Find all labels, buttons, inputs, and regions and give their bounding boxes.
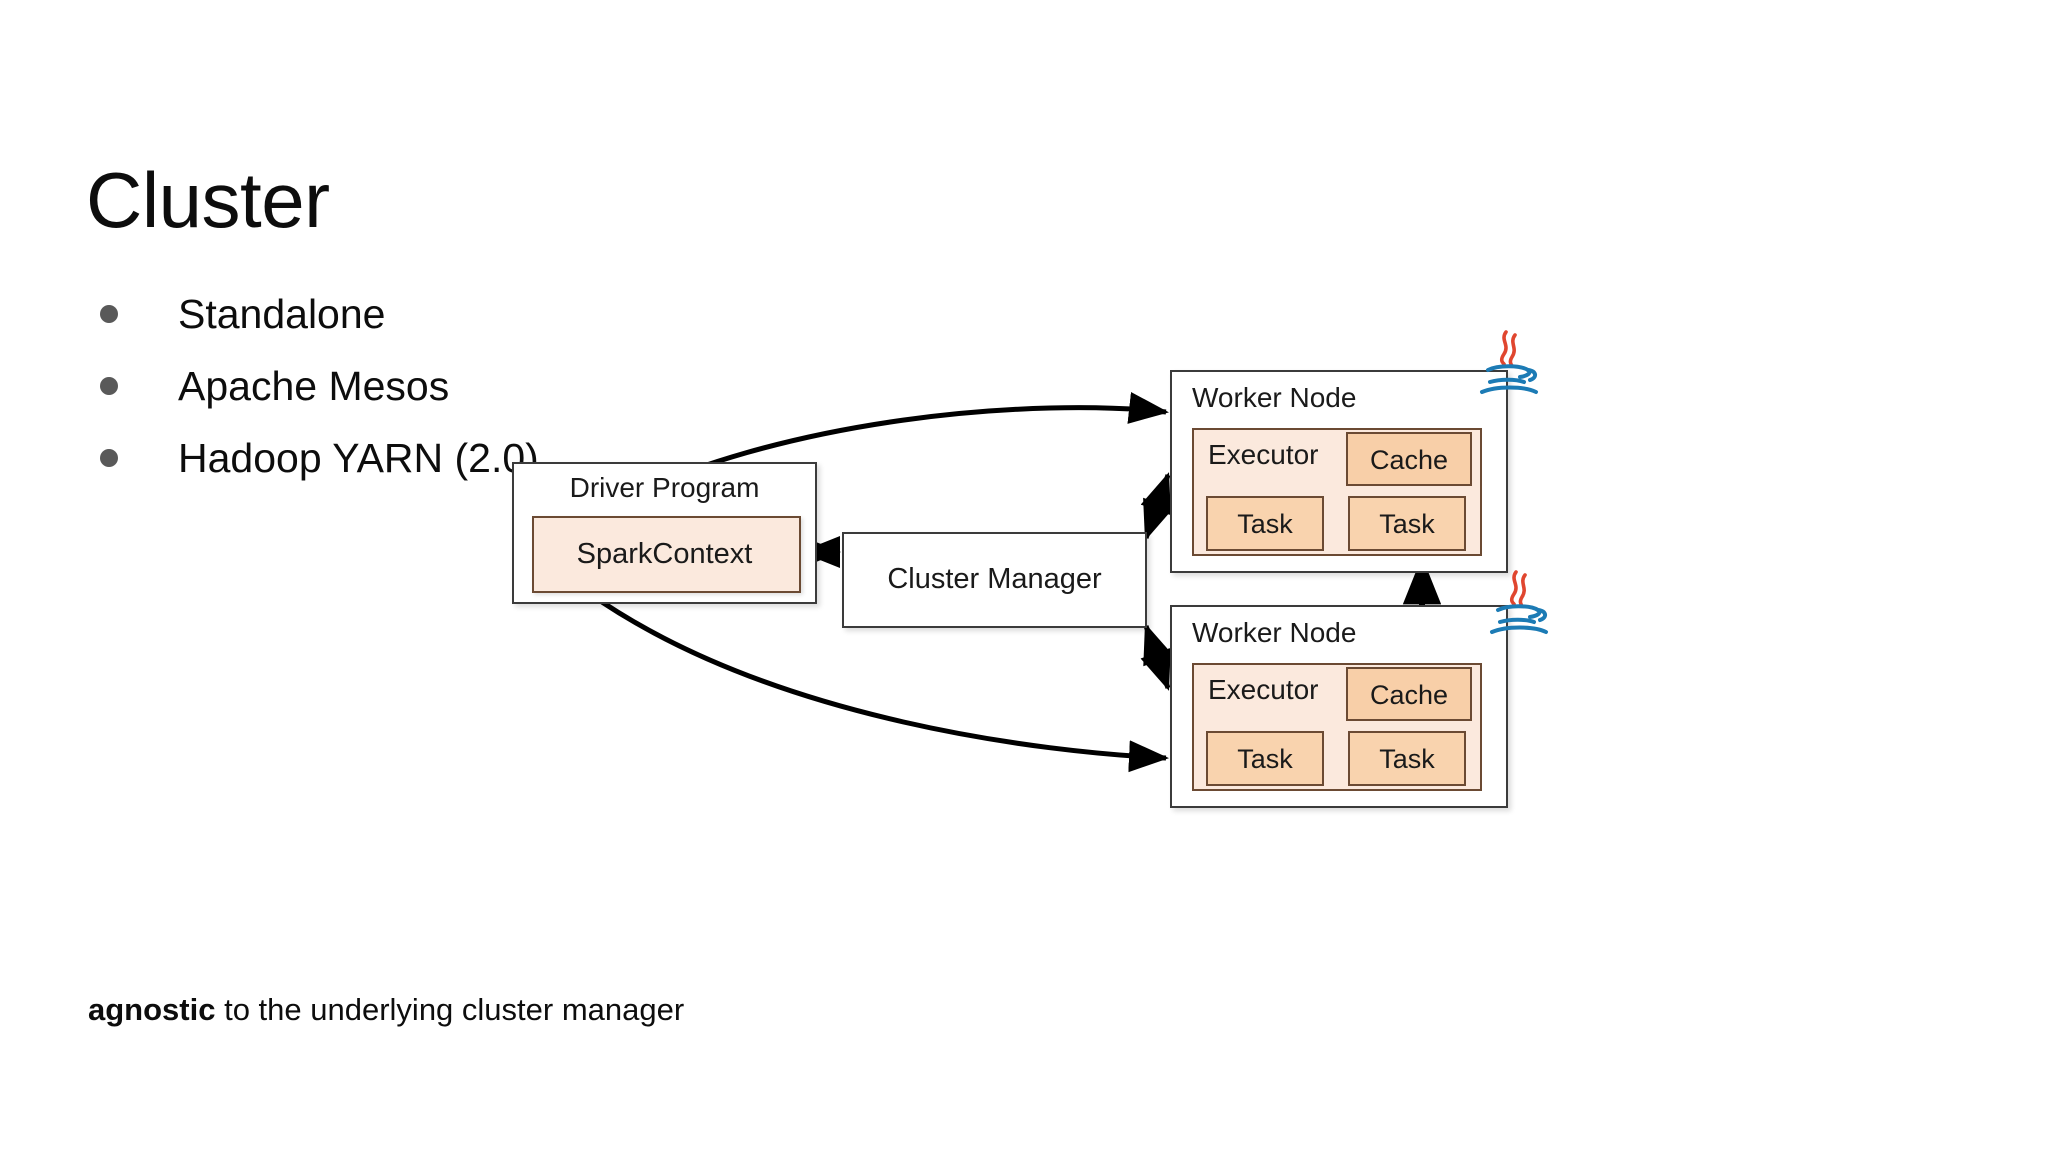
driver-program-title: Driver Program [569,472,760,503]
arrow-cluster-manager-worker-1 [1140,472,1174,541]
bullet-label: Hadoop YARN (2.0) [178,434,539,481]
worker-node-title: Worker Node [1192,382,1357,413]
cache-label: Cache [1369,680,1449,710]
arrow-layer [597,392,1442,773]
cache-box [1346,432,1472,486]
task-box [1206,496,1324,551]
bullet-list: Standalone Apache Mesos Hadoop YARN (2.0… [100,278,539,494]
java-logo-icon [1490,570,1548,634]
footer-caption: agnostic to the underlying cluster manag… [88,992,684,1028]
task-label: Task [1379,744,1435,774]
task-label: Task [1237,509,1293,539]
footer-rest: to the underlying cluster manager [215,992,685,1027]
bullet-dot-icon [100,377,118,395]
task-label: Task [1237,744,1293,774]
task-label: Task [1379,509,1435,539]
bullet-label: Apache Mesos [178,362,450,409]
page-title: Cluster [86,156,330,245]
spark-cluster-diagram: Driver Program SparkContext Cluster Mana… [480,320,1800,980]
list-item: Standalone [100,278,539,350]
cluster-manager-box [842,532,1147,628]
list-item: Hadoop YARN (2.0) [100,422,539,494]
java-logo-icon [1480,330,1538,394]
cluster-manager-label: Cluster Manager [887,563,1102,595]
task-box [1206,731,1324,786]
worker-node-title: Worker Node [1192,617,1357,648]
executor-label: Executor [1208,674,1319,705]
task-box [1348,731,1466,786]
bullet-label: Standalone [178,290,386,337]
cache-label: Cache [1369,445,1449,475]
arrow-cluster-manager-worker-2 [1140,623,1174,691]
executor-label: Executor [1208,439,1319,470]
bullet-dot-icon [100,305,118,323]
sparkcontext-label: SparkContext [576,538,753,570]
footer-strong: agnostic [88,992,216,1027]
list-item: Apache Mesos [100,350,539,422]
sparkcontext-box [532,516,801,593]
bullet-dot-icon [100,449,118,467]
cache-box [1346,667,1472,721]
task-box [1348,496,1466,551]
